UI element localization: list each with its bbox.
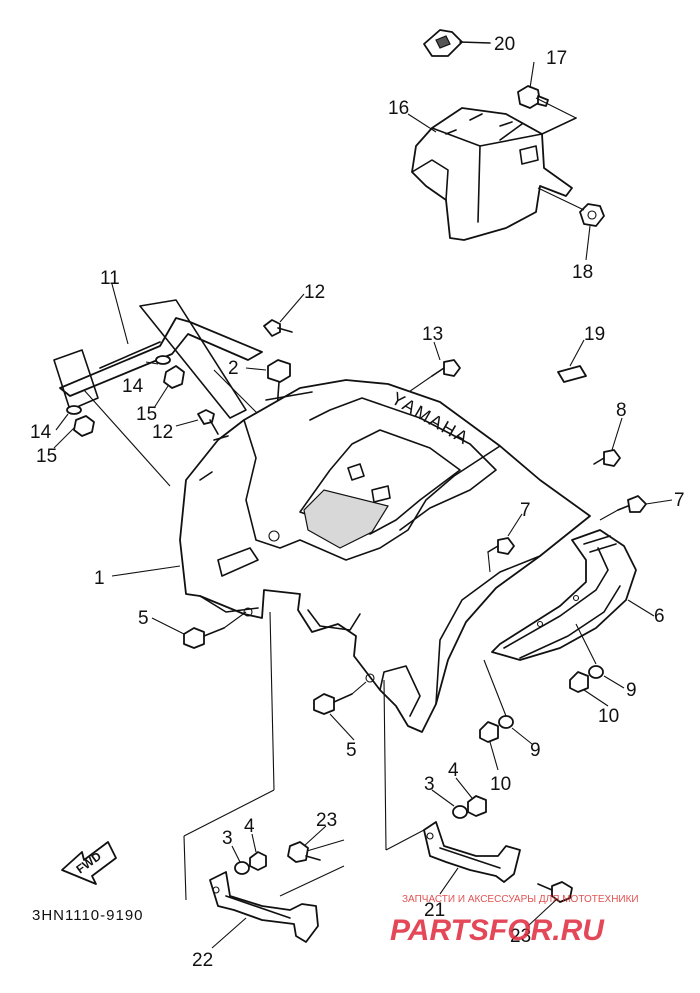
callout-22: 22 [192,950,213,971]
bolt-part-23 [287,841,573,903]
rear-fender-part-1 [179,379,591,733]
forward-arrow: FWD [61,841,117,885]
watermark: ЗАПЧАСТИ И АКСЕССУАРЫ ДЛЯ МОТОТЕХНИКИ PA… [390,894,639,947]
callout-5-lower: 5 [346,740,357,761]
callout-16: 16 [388,98,409,119]
nut-washer-part-3-4 [234,795,487,875]
callout-7-mid: 7 [520,500,531,521]
reflector-part-6 [491,529,637,661]
watermark-tagline: ЗАПЧАСТИ И АКСЕССУАРЫ ДЛЯ МОТОТЕХНИКИ [402,894,639,905]
callout-12-top: 12 [304,282,325,303]
diagram-code: 3HN1110-9190 [32,907,144,924]
callout-13: 13 [422,324,443,345]
clip-part-20 [423,29,491,57]
callout-1: 1 [94,568,105,589]
callout-17: 17 [546,48,567,69]
callout-8: 8 [616,400,627,421]
assembly-guide-lines [183,611,425,901]
bolt-part-12 [197,319,293,435]
callout-3-left: 3 [222,828,233,849]
callout-4-left: 4 [244,816,255,837]
bracket-part-21 [423,821,521,883]
bolt-part-17 [517,85,577,119]
callout-15-top: 15 [136,404,157,425]
callout-labels: 20 17 16 18 11 12 2 14 15 12 14 15 13 19… [30,34,685,971]
bracket-part-22 [209,871,319,943]
watermark-site: PARTSFOR.RU [390,914,605,947]
callout-21: 21 [424,900,445,921]
callout-6: 6 [654,606,665,627]
callout-10-right: 10 [598,706,619,727]
callout-11: 11 [100,268,120,289]
callout-3-right: 3 [424,774,435,795]
callout-7-right: 7 [674,490,685,511]
callout-10-lower: 10 [490,774,511,795]
callout-15-left: 15 [36,446,57,467]
callout-14-top: 14 [122,376,144,397]
callout-9-right: 9 [626,680,637,701]
callout-19: 19 [584,324,605,345]
nut-washer-part-9-10 [479,623,604,743]
bolt-part-7 [487,495,647,573]
callout-12-lower: 12 [152,422,173,443]
nut-part-18 [537,187,605,227]
leader-lines [53,61,673,949]
pad-part-19 [557,365,587,383]
callout-9-lower: 9 [530,740,541,761]
bolt-part-5 [183,611,367,715]
callout-23-right: 23 [510,926,531,947]
washer-nut-set-14-15 [66,355,185,437]
callout-2: 2 [228,358,239,379]
callout-18: 18 [572,262,593,283]
callout-14-left: 14 [30,422,52,443]
callout-5-left: 5 [138,608,149,629]
bolt-part-8 [593,449,621,467]
callout-23-left: 23 [316,810,337,831]
callout-4-right: 4 [448,760,459,781]
callout-20: 20 [494,34,515,55]
cover-part-16 [411,107,577,241]
